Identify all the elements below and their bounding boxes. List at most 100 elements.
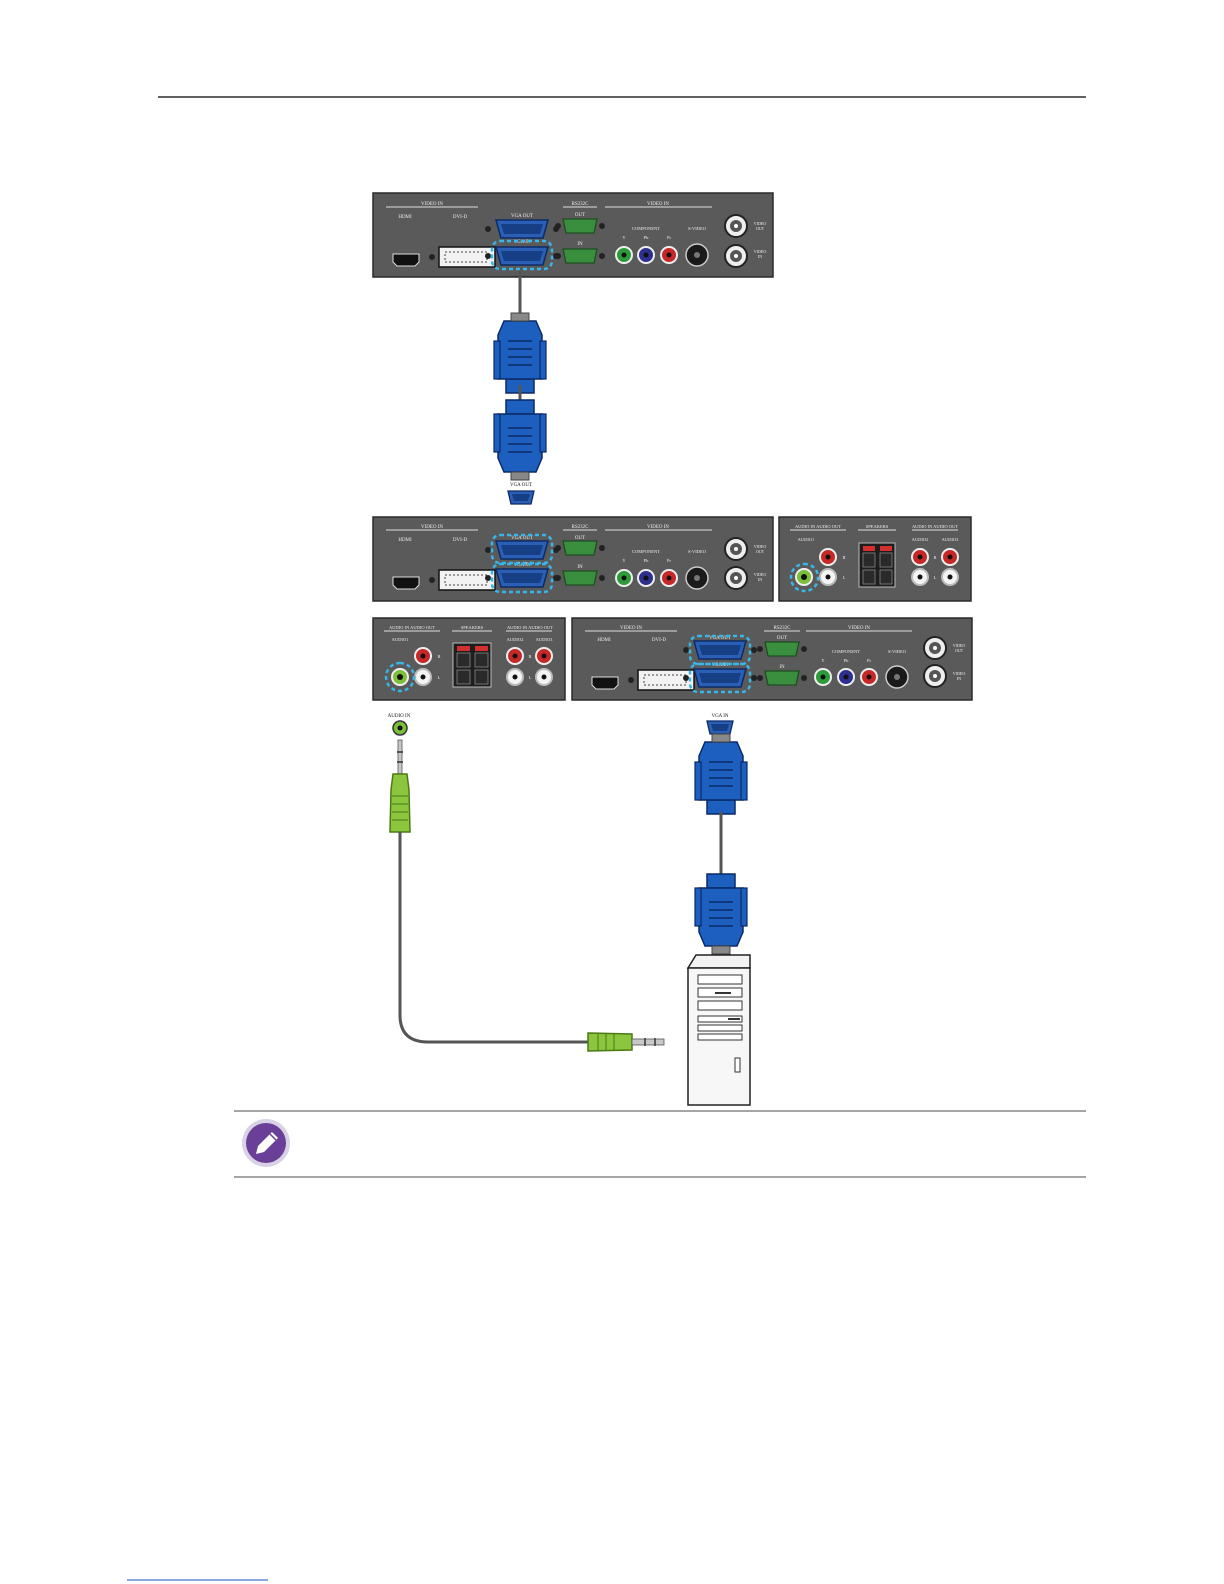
port-label-vga-out: VGA OUT: [510, 483, 532, 488]
svideo-port-icon: [685, 243, 709, 267]
hdmi-port-icon: [392, 253, 420, 267]
vga-cable-top: [493, 270, 547, 481]
rca-y-icon-m: [615, 569, 633, 587]
label-component-m: COMPONENT: [632, 549, 660, 554]
label-audio1-m: AUDIO1: [798, 537, 815, 542]
label-vo2-b: OUT: [955, 648, 964, 653]
label-r-m: R: [842, 555, 845, 560]
label-video-in-2: VIDEO IN: [647, 202, 669, 207]
audio-out-l-icon-m: [819, 568, 837, 586]
label-y-b: Y: [821, 658, 825, 663]
label-vga-in-b: VGA IN: [711, 663, 728, 668]
label-audio2-b: AUDIO2: [507, 637, 524, 642]
audio2-r-icon-m: [911, 548, 929, 566]
vga-cable-bottom: [694, 733, 748, 955]
label-rs232c-b: RS232C: [774, 626, 792, 631]
label-audio-in-out-b: AUDIO IN AUDIO OUT: [389, 625, 435, 630]
pencil-note-icon: [242, 1119, 290, 1167]
audio3-r-icon-m: [941, 548, 959, 566]
label-r-m2: R: [933, 555, 936, 560]
label-y: Y: [622, 235, 626, 240]
label-video-in-b2: VIDEO IN: [848, 626, 870, 631]
display-panel-top: VIDEO IN HDMI DVI-D VGA OUT VGA IN RS232…: [372, 192, 774, 278]
video-in-bnc-icon-m: [724, 566, 748, 590]
rca-pb-icon: [637, 246, 655, 264]
label-in-m: IN: [577, 565, 583, 570]
hdmi-port-icon-m: [392, 576, 420, 590]
label-video-out-1: VIDEO: [754, 221, 767, 226]
label-l-b: L: [438, 675, 441, 680]
label-vga-in: VGA IN: [513, 240, 530, 245]
highlight-vga-out-b: [688, 634, 752, 666]
label-audio3-b: AUDIO3: [536, 637, 553, 642]
label-out: OUT: [575, 213, 585, 218]
label-pb-m: Pb: [644, 558, 650, 563]
label-video-in-m2: VIDEO IN: [647, 525, 669, 530]
audio-in-jack-icon-m: [795, 568, 813, 586]
label-component: COMPONENT: [632, 226, 660, 231]
audio-out-r-icon-m: [819, 548, 837, 566]
video-in-bnc-icon-b: [923, 664, 947, 688]
svideo-icon-m: [685, 566, 709, 590]
highlight-audio-in-b: [384, 661, 416, 693]
display-panel-middle: VIDEO IN HDMI DVI-D VGA OUT VGA IN RS232…: [372, 516, 774, 602]
label-vga-out-m: VGA OUT: [511, 536, 533, 541]
label-audio1-b: AUDIO1: [392, 637, 409, 642]
computer-tower-icon: [686, 954, 751, 1106]
label-rs232c: RS232C: [572, 202, 590, 207]
rca-pr-icon: [660, 246, 678, 264]
label-speakers-m: SPEAKERS: [866, 524, 889, 529]
audio2-l-icon-b: [506, 668, 524, 686]
vga-plug-icon: [493, 312, 547, 394]
svideo-icon-b: [885, 665, 909, 689]
highlight-vga-in-b: [688, 662, 752, 694]
label-vi1-b: VIDEO: [953, 671, 966, 676]
label-dvi-d-b: DVI-D: [652, 638, 667, 643]
label-audio-in-b2: AUDIO IN AUDIO OUT: [507, 625, 553, 630]
highlight-vga-out-m: [490, 533, 554, 565]
audio-in-small-port-icon: [392, 720, 408, 736]
hdmi-port-icon-b: [591, 676, 619, 690]
label-out-m: OUT: [575, 536, 585, 541]
label-pr: Pr: [667, 235, 672, 240]
vga-plug-icon-3: [694, 733, 748, 815]
label-vi1-m: VIDEO: [754, 572, 767, 577]
rca-pb-icon-b: [837, 668, 855, 686]
dvi-port-icon-b: [627, 669, 705, 691]
label-audio-in-out-m: AUDIO IN AUDIO OUT: [795, 524, 841, 529]
label-video-in: VIDEO IN: [421, 202, 443, 207]
label-hdmi-m: HDMI: [398, 538, 412, 543]
video-out-bnc-icon-m: [724, 537, 748, 561]
label-y-m: Y: [622, 558, 626, 563]
label-vga-out: VGA OUT: [511, 214, 533, 219]
label-vo1-b: VIDEO: [953, 643, 966, 648]
label-component-b: COMPONENT: [832, 649, 860, 654]
display-panel-bottom: VIDEO IN HDMI DVI-D VGA OUT VGA IN RS232…: [571, 617, 973, 701]
label-rs232c-m: RS232C: [572, 525, 590, 530]
audio-panel-middle: AUDIO IN AUDIO OUT AUDIO1 R L SPEAKERS A…: [778, 516, 972, 602]
label-pb: Pb: [644, 235, 650, 240]
rca-y-icon-b: [814, 668, 832, 686]
video-in-bnc-icon: [724, 244, 748, 268]
highlight-vga-in-m: [490, 562, 554, 594]
label-in-b: IN: [779, 665, 785, 670]
label-l-m2: L: [934, 575, 937, 580]
label-l-m: L: [843, 575, 846, 580]
label-hdmi-b: HDMI: [597, 638, 611, 643]
port-label-vga-in: VGA IN: [711, 714, 728, 719]
label-hdmi: HDMI: [398, 215, 412, 220]
label-video-in-3: IN: [758, 254, 762, 259]
port-label-audio-in: AUDIO IN: [388, 714, 411, 719]
label-video-in-1: VIDEO: [754, 249, 767, 254]
label-s-video-b: S-VIDEO: [888, 649, 907, 654]
label-pr-b: Pr: [867, 658, 872, 663]
label-r-b: R: [437, 654, 440, 659]
video-out-bnc-icon-b: [923, 636, 947, 660]
rca-y-icon: [615, 246, 633, 264]
audio2-l-icon-m: [911, 568, 929, 586]
label-video-in-b: VIDEO IN: [620, 626, 642, 631]
label-audio2-m: AUDIO2: [912, 537, 929, 542]
audio-panel-bottom: AUDIO IN AUDIO OUT AUDIO1 R L SPEAKERS A…: [372, 617, 566, 701]
label-l-b2: L: [529, 675, 532, 680]
